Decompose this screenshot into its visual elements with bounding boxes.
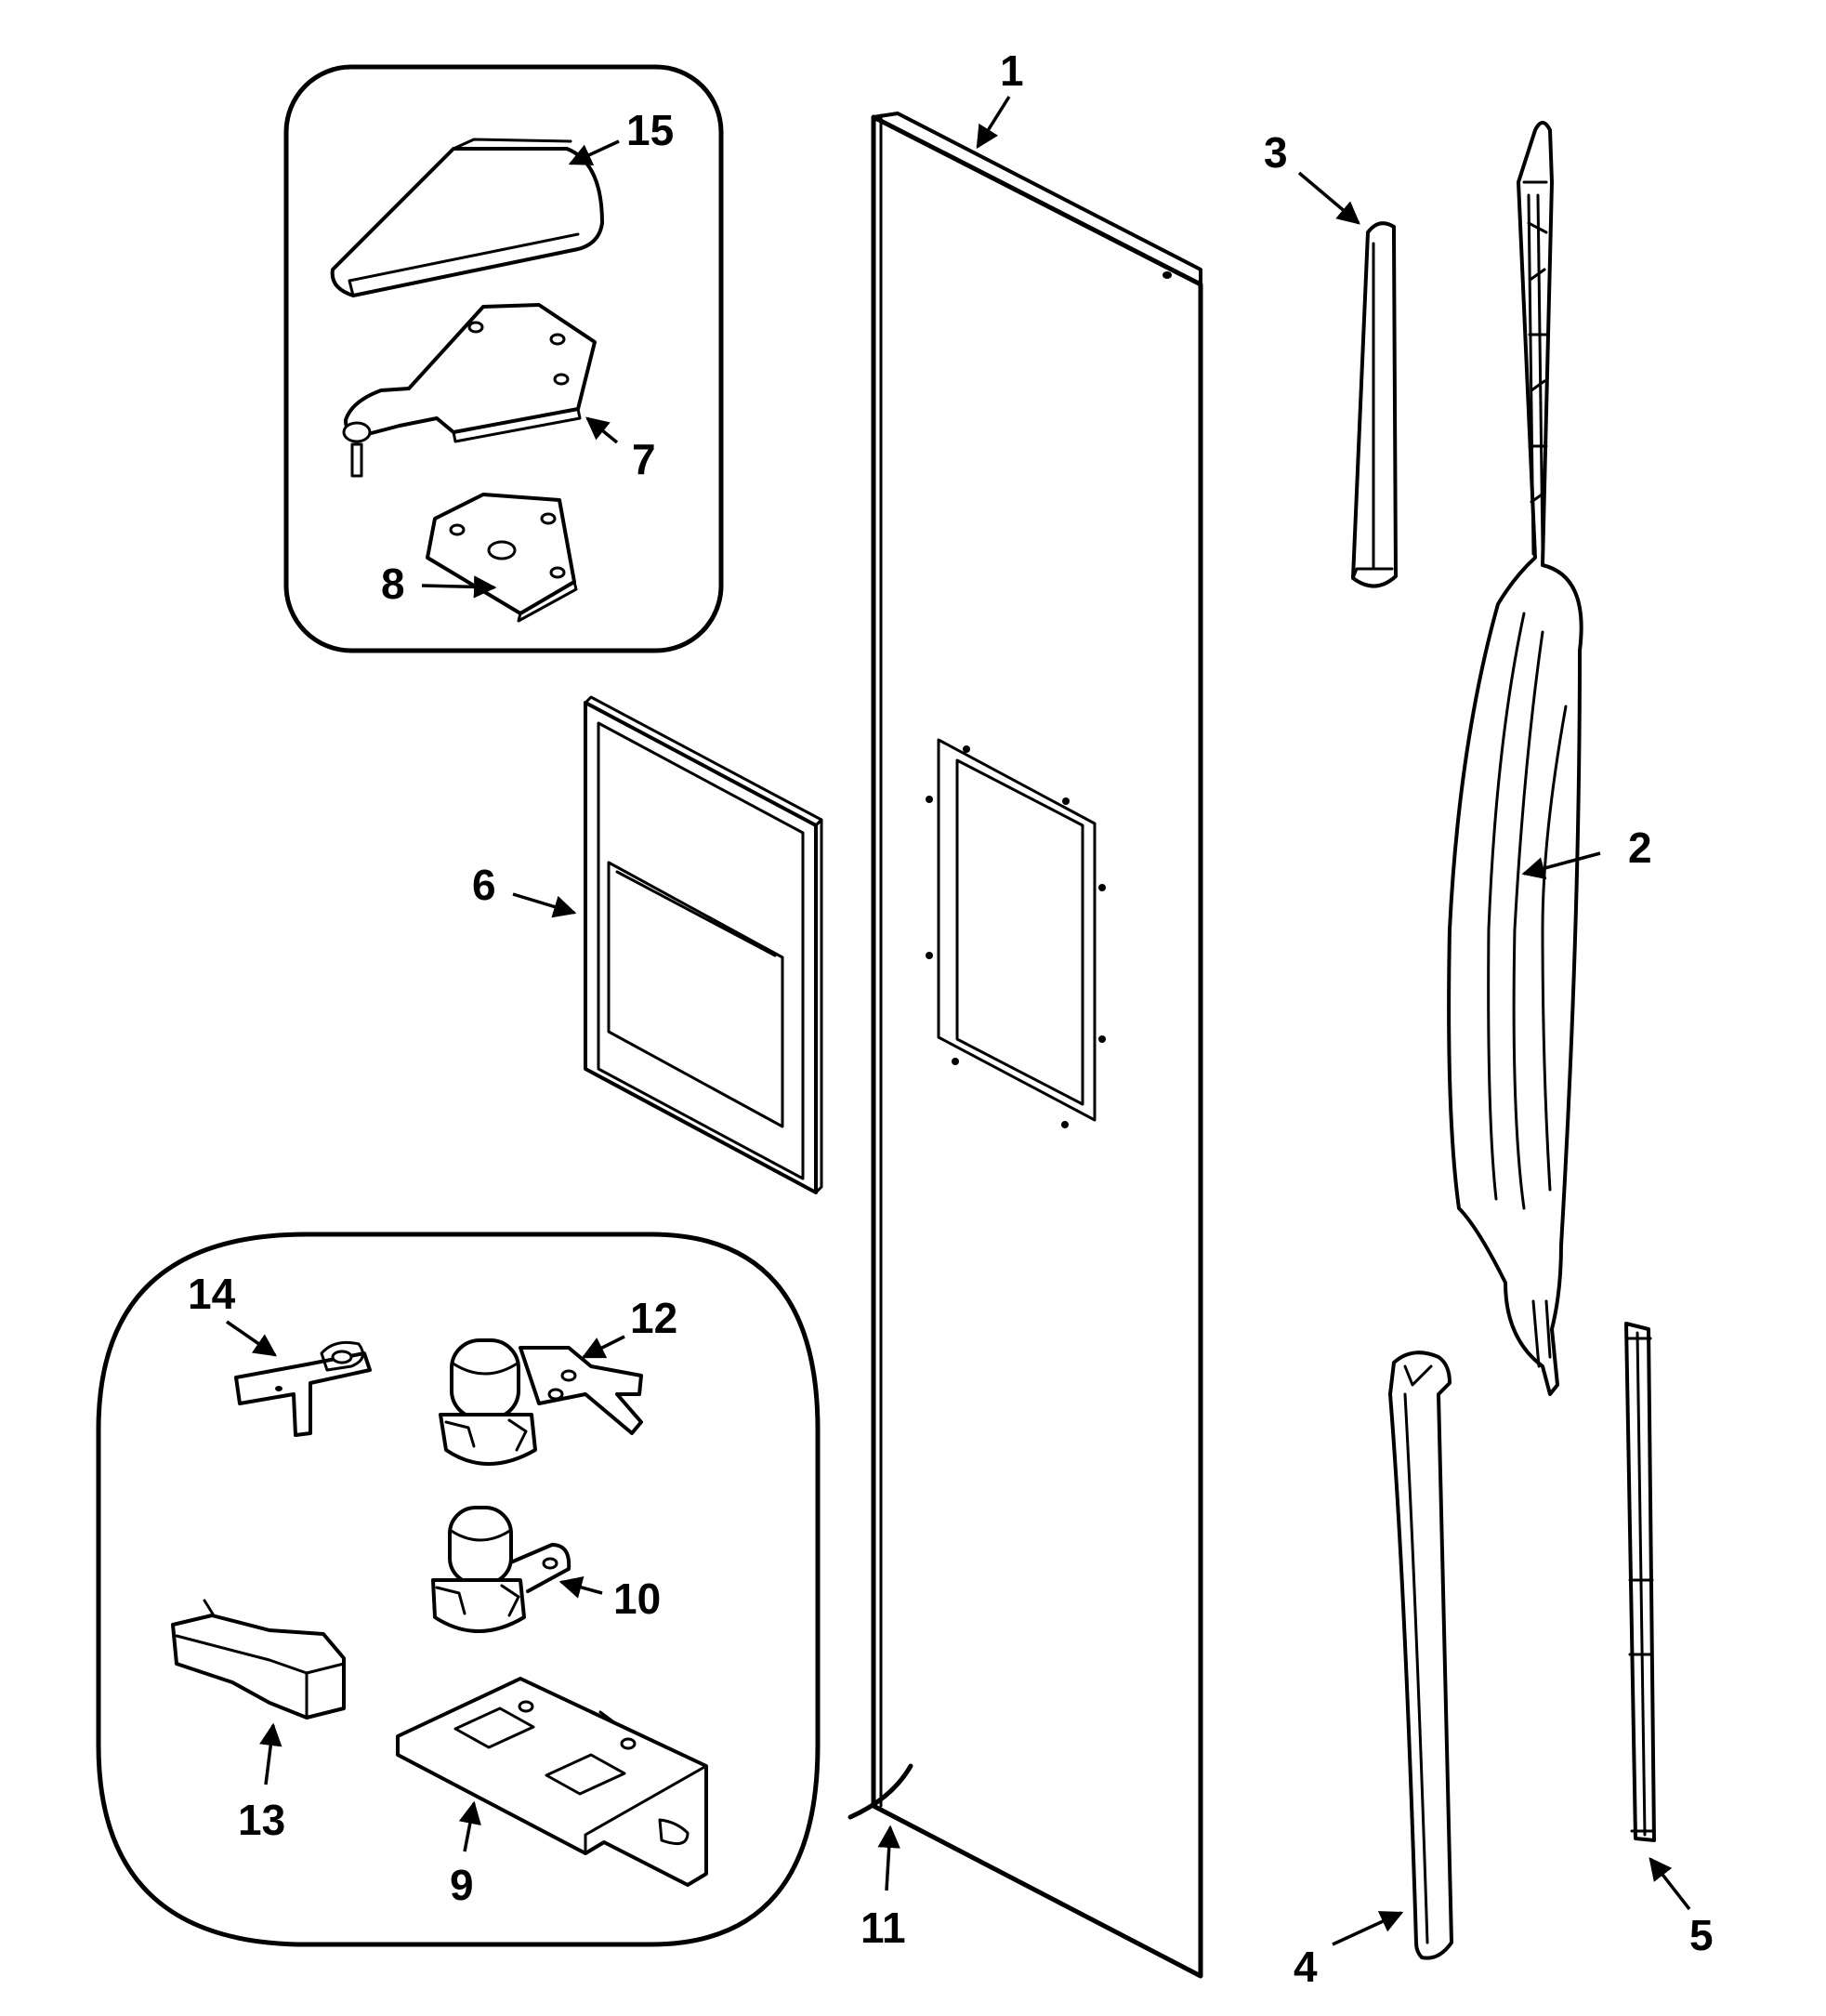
callout-8: 8	[381, 560, 497, 608]
callout-12: 12	[581, 1294, 677, 1359]
part-13-hinge-cover[interactable]	[171, 1599, 346, 1720]
svg-text:7: 7	[632, 435, 656, 483]
svg-text:8: 8	[381, 560, 405, 608]
callout-6: 6	[472, 861, 577, 918]
callout-4: 4	[1294, 1911, 1404, 1991]
svg-text:13: 13	[238, 1796, 285, 1844]
callout-15: 15	[568, 106, 674, 165]
part-9-bottom-hinge-plate[interactable]	[396, 1677, 708, 1887]
inset-top-hinge	[283, 64, 724, 653]
part-5-trim-strip[interactable]	[1624, 1322, 1656, 1842]
callout-2: 2	[1521, 824, 1652, 880]
callout-5: 5	[1649, 1857, 1714, 1959]
part-3-handle-cap-top[interactable]	[1351, 221, 1398, 588]
callout-11: 11	[860, 1825, 906, 1952]
svg-text:5: 5	[1689, 1911, 1714, 1959]
part-8-hinge-shim[interactable]	[426, 493, 578, 623]
svg-text:6: 6	[472, 861, 496, 909]
svg-text:2: 2	[1628, 824, 1652, 872]
svg-text:15: 15	[626, 106, 674, 154]
part-14-bracket[interactable]	[234, 1340, 372, 1437]
part-6-dispenser-frame[interactable]	[584, 695, 823, 1194]
part-11-wire-harness[interactable]	[847, 1763, 913, 1820]
svg-text:4: 4	[1294, 1943, 1318, 1991]
part-7-top-hinge[interactable]	[342, 303, 597, 478]
part-1-door-panel[interactable]	[847, 112, 1203, 1979]
callout-10: 10	[558, 1575, 661, 1623]
part-2-door-handle[interactable]	[1447, 121, 1583, 1396]
svg-text:10: 10	[613, 1575, 661, 1623]
svg-text:9: 9	[450, 1861, 474, 1909]
callout-3: 3	[1264, 128, 1360, 225]
inset-bottom-hinge	[96, 1232, 821, 1947]
svg-text:3: 3	[1264, 128, 1288, 177]
part-4-handle-trim-bottom[interactable]	[1388, 1351, 1453, 1960]
callout-1: 1	[976, 46, 1024, 150]
callout-14: 14	[188, 1270, 278, 1357]
svg-text:14: 14	[188, 1270, 236, 1318]
callout-13: 13	[238, 1722, 285, 1844]
callout-7: 7	[585, 416, 656, 483]
svg-text:12: 12	[630, 1294, 677, 1342]
part-10-hinge-pin[interactable]	[431, 1506, 571, 1633]
part-12-hinge-pin-bracket[interactable]	[439, 1338, 643, 1466]
svg-text:11: 11	[860, 1904, 906, 1952]
callout-9: 9	[450, 1800, 481, 1909]
svg-text:1: 1	[1000, 46, 1024, 95]
